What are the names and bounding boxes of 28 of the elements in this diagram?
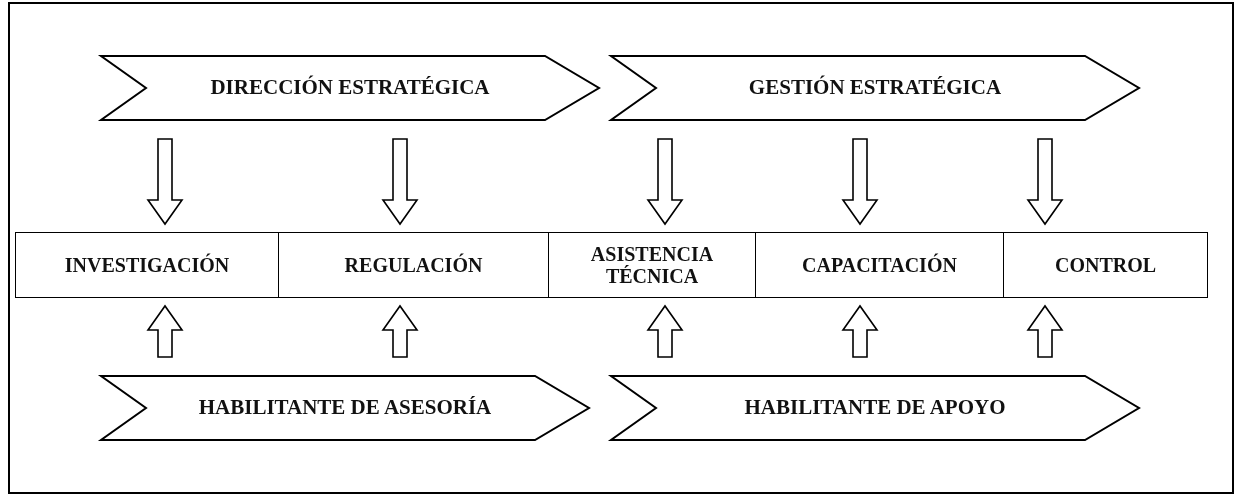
block-arrow <box>381 304 419 358</box>
block-arrow <box>146 304 184 358</box>
chevron-shape <box>607 375 1141 441</box>
process-box <box>15 232 279 298</box>
node-label: GESTIÓN ESTRATÉGICA <box>748 76 1002 100</box>
node-label: DIRECCIÓN ESTRATÉGICA <box>210 76 490 100</box>
process-box <box>548 232 756 298</box>
node-label: HABILITANTE DE APOYO <box>744 396 1006 420</box>
node-label: CONTROL <box>1054 254 1157 276</box>
block-arrow <box>841 138 879 226</box>
block-arrow <box>646 304 684 358</box>
node-label: ASISTENCIA TÉCNICA <box>589 243 715 287</box>
block-arrow <box>381 138 419 226</box>
block-arrow <box>146 138 184 226</box>
block-arrow <box>646 138 684 226</box>
node-label: REGULACIÓN <box>344 254 483 276</box>
chevron-shape <box>97 55 601 121</box>
block-arrow <box>1026 304 1064 358</box>
chevron-shape <box>607 55 1141 121</box>
node-label: HABILITANTE DE ASESORÍA <box>198 396 492 420</box>
process-box <box>755 232 1004 298</box>
block-arrow <box>1026 138 1064 226</box>
process-box <box>278 232 549 298</box>
process-box <box>1003 232 1208 298</box>
node-label: INVESTIGACIÓN <box>64 254 230 276</box>
chevron-shape <box>97 375 591 441</box>
node-label: CAPACITACIÓN <box>802 254 957 276</box>
block-arrow <box>841 304 879 358</box>
